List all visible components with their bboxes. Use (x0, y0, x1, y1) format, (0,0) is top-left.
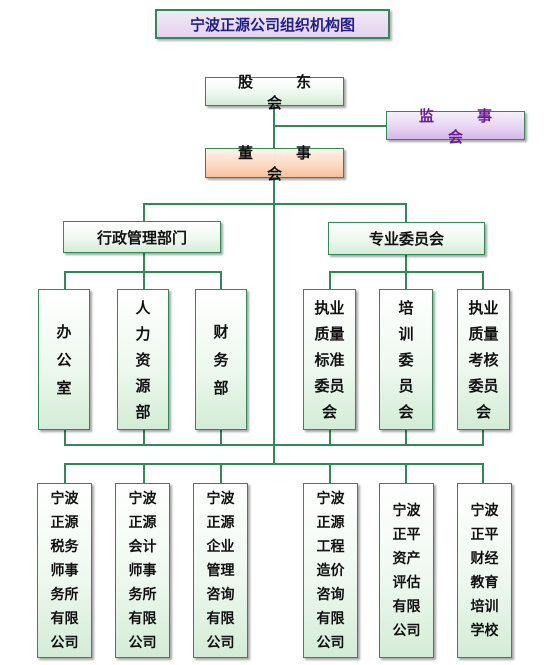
professional-committees-node: 专业委员会 (328, 222, 485, 255)
department-hr: 人 力 资 源 部 (117, 289, 169, 430)
admin-departments-node: 行政管理部门 (63, 221, 221, 253)
company-asset-appraisal: 宁波 正平 资产 评估 有限 公司 (379, 483, 434, 658)
committee-drop-3 (482, 271, 484, 289)
committee-bottom-rise-1 (329, 430, 331, 446)
committee-drop-1 (329, 271, 331, 289)
company-drop-5 (405, 463, 407, 483)
company-drop-3 (220, 463, 222, 483)
committee-quality-assessment: 执业 质量 考核 委员 会 (457, 289, 510, 430)
committee-training: 培 训 委 员 会 (379, 289, 433, 430)
company-branch-line (64, 463, 484, 465)
company-drop-4 (329, 463, 331, 483)
admin-drop-line (143, 203, 145, 221)
supervisory-board-node: 监 事 会 (386, 107, 525, 146)
dept-drop-2 (143, 271, 145, 289)
upper-branch-line (143, 203, 407, 205)
committee-bottom-rise-2 (405, 430, 407, 446)
dept-drop-1 (64, 271, 66, 289)
company-drop-2 (143, 463, 145, 483)
committee-drop-line (405, 203, 407, 222)
bottom-join-line (64, 444, 484, 446)
board-of-directors-node: 董 事 会 (205, 144, 344, 183)
company-tax-firm: 宁波 正源 税务 师事 务所 有限 公司 (37, 483, 92, 658)
department-office: 办 公 室 (38, 289, 90, 430)
trunk-line (273, 106, 275, 465)
company-finance-training-school: 宁波 正平 财经 教育 培训 学校 (457, 483, 512, 658)
committee-quality-standards: 执业 质量 标准 委员 会 (303, 289, 356, 430)
dept-bottom-rise-3 (220, 430, 222, 446)
department-finance: 财 务 部 (195, 289, 247, 430)
shareholders-meeting-node: 股 东 会 (205, 73, 344, 112)
supervisor-connector (275, 125, 387, 127)
committee-down-line (405, 255, 407, 272)
company-engineering-cost-consulting: 宁波 正源 工程 造价 咨询 有限 公司 (303, 483, 358, 658)
admin-down-line (143, 253, 145, 272)
committee-bottom-rise-3 (482, 430, 484, 446)
committee-drop-2 (405, 271, 407, 289)
company-drop-1 (64, 463, 66, 483)
chart-title: 宁波正源公司组织机构图 (155, 9, 390, 39)
dept-bottom-rise-2 (143, 430, 145, 446)
company-drop-6 (482, 463, 484, 483)
company-accounting-firm: 宁波 正源 会计 师事 务所 有限 公司 (115, 483, 170, 658)
company-management-consulting: 宁波 正源 企业 管理 咨询 有限 公司 (193, 483, 248, 658)
dept-bottom-rise-1 (64, 430, 66, 446)
dept-drop-3 (220, 271, 222, 289)
